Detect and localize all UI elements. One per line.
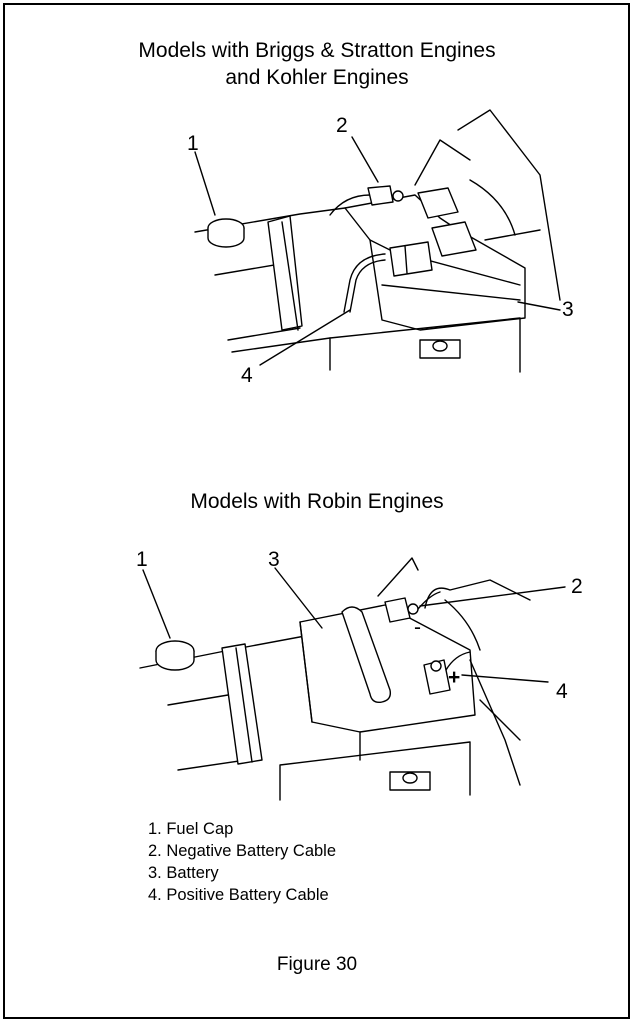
- top-terminal-pad-neg: [417, 187, 459, 219]
- top-strap: [267, 215, 303, 331]
- top-tank-bottom-line: [227, 327, 301, 341]
- positive-symbol: +: [448, 666, 460, 689]
- bottom-strap-inner: [235, 647, 253, 763]
- bottom-leader-3: [274, 567, 323, 629]
- bottom-leader-2: [419, 586, 566, 607]
- bottom-view-title: Models with Robin Engines: [190, 490, 444, 513]
- bottom-leader-4: [461, 674, 549, 683]
- top-terminal-pad-pos: [431, 221, 477, 257]
- bottom-callout-3: 3: [268, 548, 280, 571]
- bottom-lower-housing: [279, 741, 471, 801]
- bottom-shroud-b: [424, 579, 531, 609]
- top-cable-wire: [469, 179, 516, 236]
- top-fuel-cap-icon: [207, 218, 245, 248]
- bottom-tank-bottom-line: [177, 759, 247, 771]
- figure-frame: [3, 3, 630, 1019]
- top-bracket-slot: [419, 339, 461, 359]
- legend-item: 4. Positive Battery Cable: [148, 886, 329, 904]
- legend-item: 1. Fuel Cap: [148, 820, 234, 838]
- top-strap-inner: [281, 221, 299, 331]
- bottom-leader-1: [142, 569, 171, 639]
- bottom-illustration: - + 1 3 2 4: [136, 548, 583, 801]
- top-leader-4: [259, 309, 351, 366]
- bottom-positive-terminal-icon: +: [423, 651, 471, 695]
- top-shroud-b: [457, 109, 561, 301]
- bottom-callout-1: 1: [136, 548, 148, 571]
- top-illustration: 1 2 3 4: [187, 109, 574, 387]
- bottom-fuel-cap-icon: [155, 640, 195, 671]
- bottom-shroud-a: [377, 557, 419, 597]
- top-negative-cable-icon: [329, 185, 404, 216]
- negative-symbol: -: [414, 616, 421, 639]
- top-view-title-line1: Models with Briggs & Stratton Engines: [138, 39, 496, 62]
- top-shroud-a: [414, 139, 471, 186]
- bottom-shroud-c: [469, 659, 521, 786]
- legend-item: 3. Battery: [148, 864, 219, 882]
- top-callout-2: 2: [336, 114, 348, 137]
- bottom-callout-4: 4: [556, 680, 568, 703]
- top-callout-1: 1: [187, 132, 199, 155]
- top-tank-base-line: [231, 337, 331, 353]
- bottom-shroud-d: [479, 699, 521, 741]
- legend-item: 2. Negative Battery Cable: [148, 842, 337, 860]
- bottom-callout-2: 2: [571, 575, 583, 598]
- bottom-cable-wire: [444, 599, 481, 651]
- top-leader-2: [351, 136, 379, 183]
- bottom-tank-mid-line: [167, 693, 235, 706]
- top-bracket-bolt: [432, 340, 448, 352]
- top-lower-housing: [329, 317, 521, 373]
- bottom-bracket-bolt: [402, 772, 418, 784]
- parts-legend: 1. Fuel Cap 2. Negative Battery Cable 3.…: [148, 818, 336, 906]
- top-view-title-line2: and Kohler Engines: [225, 66, 409, 89]
- top-leader-3: [517, 301, 561, 311]
- top-shroud-c: [484, 229, 541, 241]
- top-leader-1: [194, 151, 216, 216]
- top-callout-3: 3: [562, 298, 574, 321]
- top-callout-4: 4: [241, 364, 253, 387]
- bottom-strap: [221, 643, 263, 765]
- bottom-bracket-slot: [389, 771, 431, 791]
- figure-caption: Figure 30: [276, 954, 358, 975]
- top-positive-cable-icon: [343, 241, 433, 313]
- bottom-negative-terminal-icon: -: [384, 591, 441, 639]
